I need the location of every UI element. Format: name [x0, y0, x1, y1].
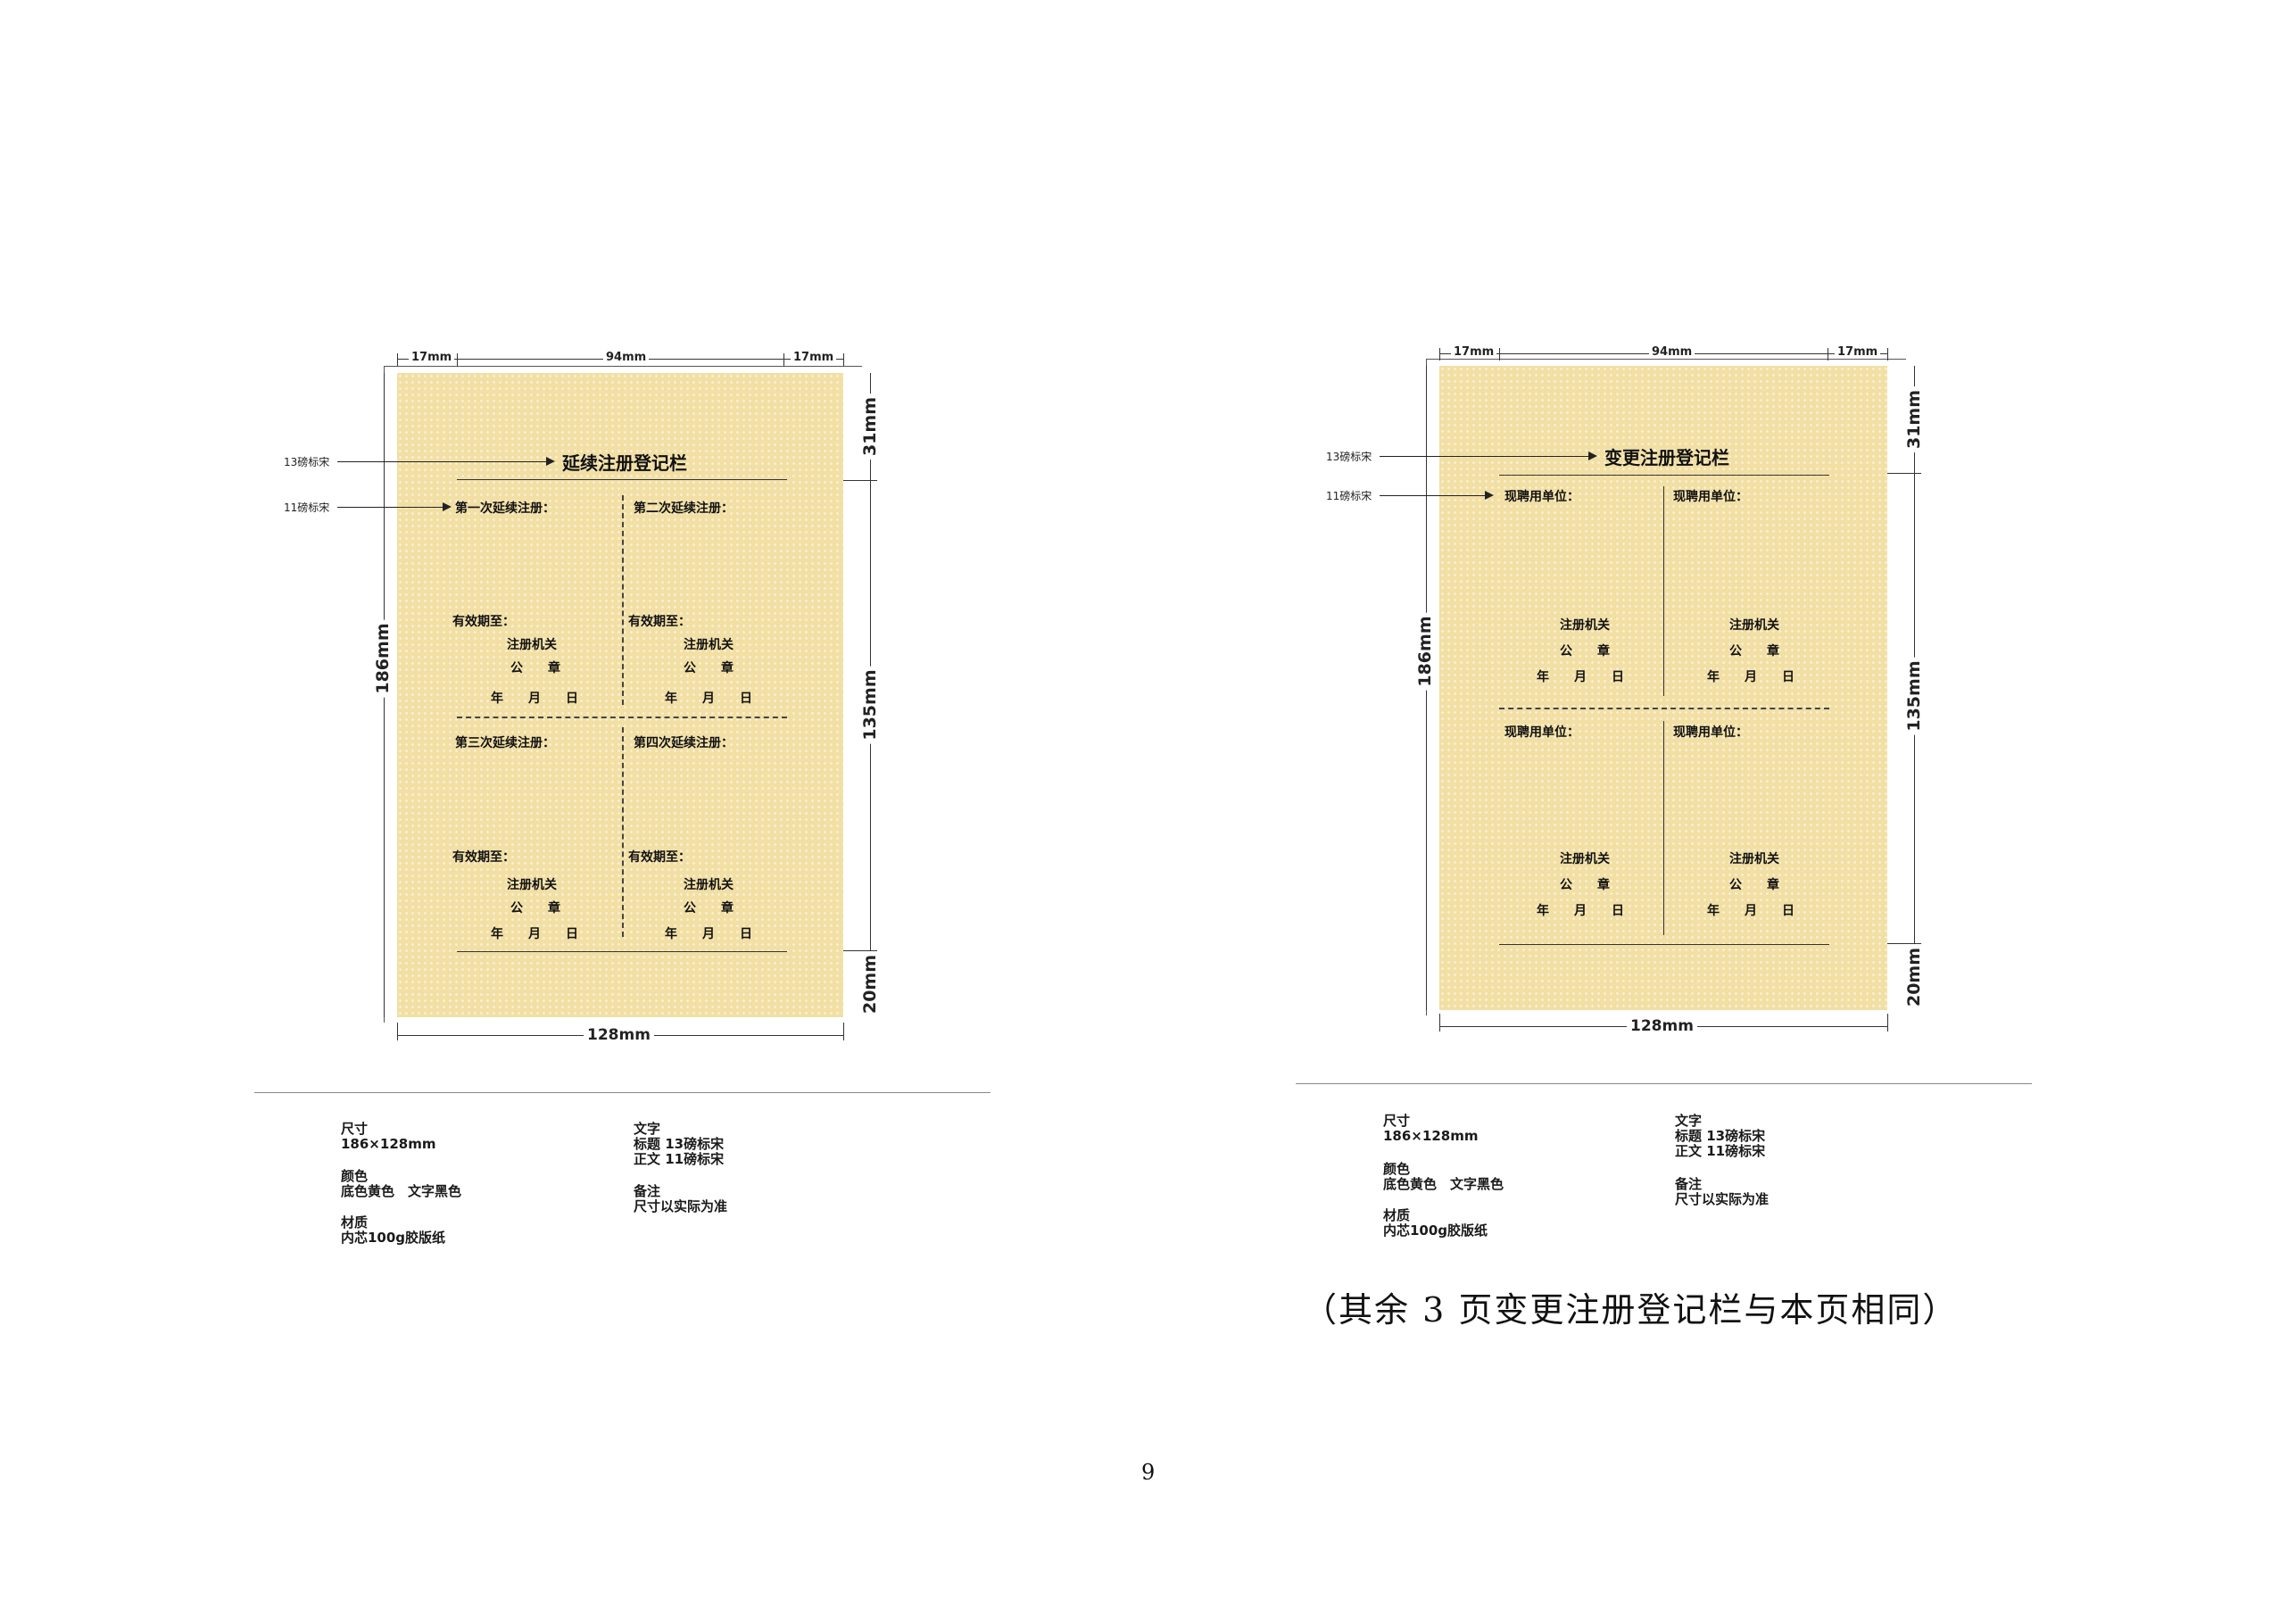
right-dim-top-left: 17mm	[1451, 346, 1497, 359]
left-spec-remark-label: 备注	[634, 1183, 661, 1199]
right-cell1-authority: 注册机关	[1560, 618, 1610, 633]
right-cell1-seal: 公 章	[1560, 644, 1610, 659]
right-spec-color-label: 颜色	[1383, 1161, 1411, 1177]
right-cell2-heading: 现聘用单位：	[1673, 490, 1748, 504]
right-card-title: 变更注册登记栏	[1604, 447, 1729, 468]
right-cell1-heading: 现聘用单位：	[1504, 490, 1579, 504]
left-spec-text-label: 文字	[634, 1121, 661, 1137]
right-spec-separator	[1296, 1083, 2032, 1084]
left-cell1-seal: 公 章	[510, 661, 560, 675]
right-spec-remark-label: 备注	[1675, 1176, 1703, 1192]
left-cell1-valid: 有效期至：	[452, 615, 515, 629]
right-title-rule	[1499, 475, 1829, 476]
arrow-icon	[1588, 452, 1597, 460]
left-cell4-seal: 公 章	[684, 901, 734, 916]
right-anno-body-font: 11磅标宋	[1326, 490, 1372, 502]
right-cell4-authority: 注册机关	[1729, 852, 1779, 866]
left-spec-material-label: 材质	[341, 1214, 369, 1230]
right-cell3-seal: 公 章	[1560, 878, 1610, 892]
left-cell1-authority: 注册机关	[507, 638, 557, 652]
left-spec-size-label: 尺寸	[341, 1121, 369, 1137]
left-cell4-authority: 注册机关	[684, 878, 734, 892]
right-spec-text-label: 文字	[1675, 1113, 1703, 1129]
right-cell3-authority: 注册机关	[1560, 852, 1610, 866]
left-anno-body-font: 11磅标宋	[284, 501, 330, 514]
right-cell3-heading: 现聘用单位：	[1504, 725, 1579, 740]
page-number: 9	[1141, 1460, 1156, 1485]
left-dim-right-bot: 20mm	[860, 950, 880, 1018]
right-spec-title-font: 标题 13磅标宋	[1675, 1128, 1766, 1144]
left-spec-remark-value: 尺寸以实际为准	[634, 1198, 728, 1214]
right-dim-right-top: 31mm	[1904, 385, 1924, 453]
right-spec-remark-value: 尺寸以实际为准	[1675, 1191, 1770, 1207]
left-cell4-date: 年 月 日	[665, 927, 752, 941]
right-spec-body-font: 正文 11磅标宋	[1675, 1143, 1766, 1159]
left-cell4-heading: 第四次延续注册：	[634, 736, 734, 750]
left-dim-top-mid: 94mm	[603, 352, 650, 364]
left-cell3-date: 年 月 日	[491, 927, 578, 941]
right-dim-right-mid: 135mm	[1904, 657, 1924, 735]
left-spec-title-font: 标题 13磅标宋	[634, 1136, 725, 1152]
left-cell2-date: 年 月 日	[665, 692, 752, 706]
left-cell3-seal: 公 章	[510, 901, 560, 916]
arrow-icon	[1485, 491, 1494, 500]
right-cell4-seal: 公 章	[1729, 878, 1779, 892]
same-pages-note: （其余 3 页变更注册登记栏与本页相同）	[1303, 1290, 1959, 1330]
left-cell2-valid: 有效期至：	[628, 615, 691, 629]
right-spec-size-label: 尺寸	[1383, 1113, 1411, 1129]
right-spec-material-value: 内芯100g胶版纸	[1383, 1222, 1488, 1239]
right-spec-size-value: 186×128mm	[1383, 1128, 1479, 1144]
left-bottom-rule	[457, 951, 787, 952]
left-title-rule	[457, 479, 787, 480]
right-dim-height: 186mm	[1415, 612, 1435, 691]
left-spec-body-font: 正文 11磅标宋	[634, 1151, 725, 1167]
right-dim-right-bot: 20mm	[1904, 943, 1924, 1011]
left-cell2-authority: 注册机关	[684, 638, 734, 652]
left-spec-size-value: 186×128mm	[341, 1136, 436, 1152]
left-dim-right-mid: 135mm	[860, 666, 880, 744]
left-cell3-valid: 有效期至：	[452, 850, 515, 865]
right-spec-color-value: 底色黄色 文字黑色	[1383, 1176, 1504, 1192]
left-spec-material-value: 内芯100g胶版纸	[341, 1230, 446, 1246]
left-card-title: 延续注册登记栏	[562, 452, 687, 474]
left-cell2-heading: 第二次延续注册：	[634, 501, 734, 516]
left-cell2-seal: 公 章	[684, 661, 734, 675]
right-cell4-date: 年 月 日	[1707, 904, 1795, 918]
left-cell1-date: 年 月 日	[491, 692, 578, 706]
left-dim-height: 186mm	[373, 619, 393, 698]
right-cell2-authority: 注册机关	[1729, 618, 1779, 633]
left-dim-right-top: 31mm	[860, 393, 880, 460]
arrow-icon	[546, 457, 555, 466]
left-spec-separator	[254, 1092, 991, 1093]
right-dim-width: 128mm	[1627, 1018, 1697, 1034]
left-cell1-heading: 第一次延续注册：	[455, 501, 555, 516]
right-cell1-date: 年 月 日	[1537, 670, 1624, 684]
right-anno-title-font: 13磅标宋	[1326, 451, 1372, 463]
right-cell2-date: 年 月 日	[1707, 670, 1795, 684]
left-cell4-valid: 有效期至：	[628, 850, 691, 865]
left-cell3-heading: 第三次延续注册：	[455, 736, 555, 750]
left-spec-color-value: 底色黄色 文字黑色	[341, 1183, 462, 1199]
left-cell3-authority: 注册机关	[507, 878, 557, 892]
left-dim-top-right: 17mm	[791, 352, 837, 364]
right-cell3-date: 年 月 日	[1537, 904, 1624, 918]
right-cell4-heading: 现聘用单位：	[1673, 725, 1748, 740]
right-spec-material-label: 材质	[1383, 1207, 1411, 1223]
right-dim-top-right: 17mm	[1835, 346, 1881, 359]
arrow-icon	[443, 502, 452, 511]
left-spec-color-label: 颜色	[341, 1168, 369, 1184]
left-dim-top-left: 17mm	[409, 352, 455, 364]
right-dim-top-mid: 94mm	[1649, 346, 1695, 359]
right-cell2-seal: 公 章	[1729, 644, 1779, 659]
left-card	[397, 373, 843, 1017]
right-bottom-rule	[1499, 944, 1829, 945]
left-anno-title-font: 13磅标宋	[284, 456, 330, 468]
left-dim-width: 128mm	[584, 1027, 654, 1043]
